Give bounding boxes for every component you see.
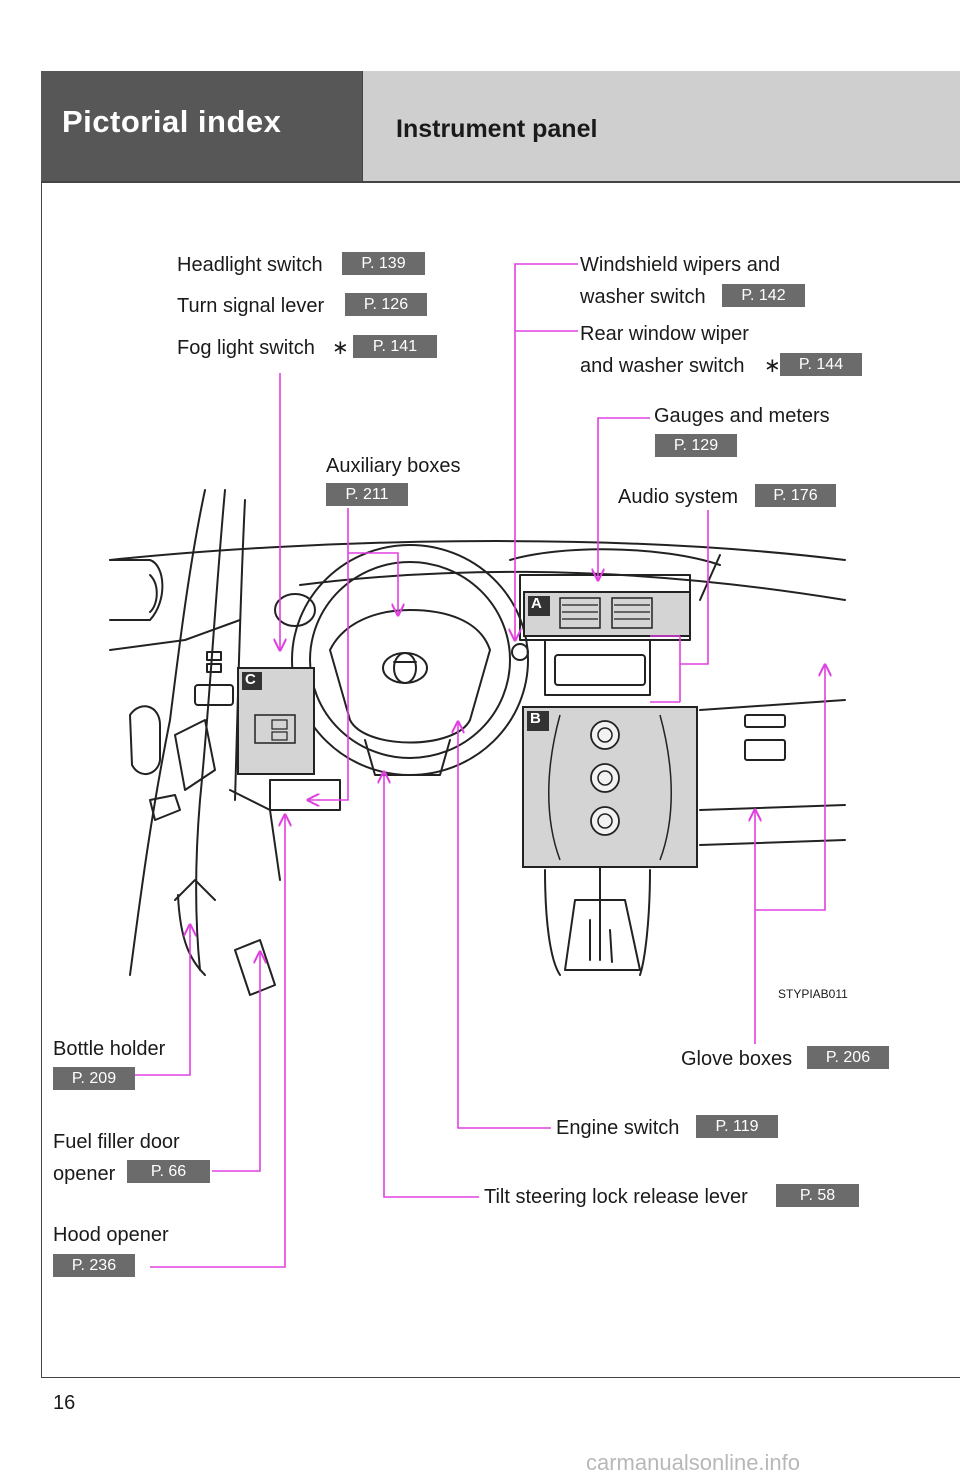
turn-signal-lever-label: Turn signal lever	[177, 295, 325, 317]
fuel-filler-page-link[interactable]: P. 66	[127, 1160, 210, 1183]
headlight-switch-page-link[interactable]: P. 139	[342, 252, 425, 275]
header-subsection-block	[363, 71, 960, 182]
rear-wiper-asterisk: ∗	[764, 355, 781, 377]
hood-opener-page-link[interactable]: P. 236	[53, 1254, 135, 1277]
fog-light-asterisk: ∗	[332, 337, 349, 359]
inset-c	[237, 667, 315, 775]
page-number: 16	[53, 1392, 76, 1414]
tilt-steering-page-link[interactable]: P. 58	[776, 1184, 859, 1207]
leader-lines	[135, 263, 825, 1268]
glove-boxes-page-link[interactable]: P. 206	[807, 1046, 889, 1069]
hood-opener-label: Hood opener	[53, 1224, 169, 1246]
windshield-wipers-label-line1: Windshield wipers and	[580, 254, 781, 276]
auxiliary-boxes-label: Auxiliary boxes	[326, 455, 461, 477]
turn-signal-lever-page-link[interactable]: P. 126	[345, 293, 427, 316]
fog-light-switch-page-link[interactable]: P. 141	[353, 335, 437, 358]
bottle-holder-page-link[interactable]: P. 209	[53, 1067, 135, 1090]
engine-switch-label: Engine switch	[556, 1117, 680, 1139]
rear-window-wiper-label-line2: and washer switch	[580, 355, 745, 377]
fuel-filler-label-line2: opener	[53, 1163, 116, 1185]
glove-boxes-label: Glove boxes	[681, 1048, 793, 1070]
section-title: Pictorial index	[62, 104, 282, 139]
dashboard-line-art	[109, 489, 846, 996]
callout-letter-b: B	[530, 710, 541, 727]
rear-window-wiper-label-line1: Rear window wiper	[580, 323, 749, 345]
audio-system-page-link[interactable]: P. 176	[755, 484, 836, 507]
subsection-title: Instrument panel	[396, 115, 598, 143]
fuel-filler-label-line1: Fuel filler door	[53, 1131, 180, 1153]
header-divider	[41, 181, 960, 183]
auxiliary-boxes-page-link[interactable]: P. 211	[326, 483, 408, 506]
illustration-code: STYPIAB011	[778, 987, 848, 1001]
watermark: carmanualsonline.info	[586, 1450, 801, 1475]
inset-a	[523, 591, 691, 637]
windshield-wipers-label-line2: washer switch	[580, 286, 706, 308]
inset-b	[522, 706, 698, 868]
audio-system-label: Audio system	[618, 486, 739, 508]
fog-light-switch-label: Fog light switch	[177, 337, 315, 359]
gauges-meters-page-link[interactable]: P. 129	[655, 434, 737, 457]
rear-window-wiper-page-link[interactable]: P. 144	[780, 353, 862, 376]
gauges-meters-label: Gauges and meters	[654, 405, 830, 427]
bottle-holder-label: Bottle holder	[53, 1038, 166, 1060]
engine-switch-page-link[interactable]: P. 119	[696, 1115, 778, 1138]
header-section-block	[41, 71, 363, 182]
tilt-steering-label: Tilt steering lock release lever	[484, 1186, 748, 1208]
callout-letter-c: C	[245, 671, 256, 688]
headlight-switch-label: Headlight switch	[177, 254, 323, 276]
windshield-wipers-page-link[interactable]: P. 142	[722, 284, 805, 307]
callout-letter-a: A	[531, 595, 542, 612]
